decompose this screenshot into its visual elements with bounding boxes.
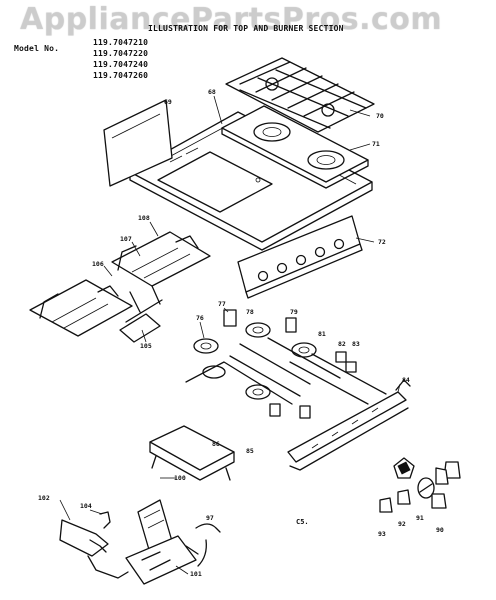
model-number-3: 119.7047240 bbox=[93, 60, 149, 69]
leader-lines bbox=[59, 95, 401, 575]
control-knobs bbox=[379, 457, 461, 513]
part-label-101: 101 bbox=[190, 570, 202, 578]
manifold-bracket bbox=[149, 425, 235, 481]
part-label-108: 108 bbox=[138, 214, 150, 222]
regulator-assembly bbox=[59, 499, 221, 585]
part-label-86: 86 bbox=[212, 440, 220, 448]
gas-manifold bbox=[287, 379, 411, 471]
part-label-104: 104 bbox=[80, 502, 92, 510]
control-panel bbox=[237, 215, 363, 299]
burner-box bbox=[221, 105, 369, 189]
part-label-90: 90 bbox=[436, 526, 444, 534]
page-code: C5. bbox=[296, 518, 309, 526]
part-label-76: 76 bbox=[196, 314, 204, 322]
part-label-97: 97 bbox=[206, 514, 214, 522]
part-label-102: 102 bbox=[38, 494, 50, 502]
part-label-84: 84 bbox=[402, 376, 410, 384]
part-label-71: 71 bbox=[372, 140, 380, 148]
part-label-91: 91 bbox=[416, 514, 424, 522]
part-label-100: 100 bbox=[174, 474, 186, 482]
part-label-79: 79 bbox=[290, 308, 298, 316]
model-number-2: 119.7047220 bbox=[93, 49, 149, 58]
watermark: AppliancePartsPros.com bbox=[20, 2, 443, 37]
back-panel bbox=[103, 99, 173, 187]
part-label-105: 105 bbox=[140, 342, 152, 350]
part-label-107: 107 bbox=[120, 235, 132, 243]
part-label-77: 77 bbox=[218, 300, 226, 308]
part-label-69: 69 bbox=[164, 98, 172, 106]
part-label-81: 81 bbox=[318, 330, 326, 338]
model-label: Model No. bbox=[14, 44, 60, 53]
part-label-68: 68 bbox=[208, 88, 216, 96]
part-label-92: 92 bbox=[398, 520, 406, 528]
model-number-1: 119.7047210 bbox=[93, 38, 149, 47]
left-brackets bbox=[29, 231, 211, 343]
part-label-106: 106 bbox=[92, 260, 104, 268]
surface-burners bbox=[185, 309, 387, 419]
part-label-82: 82 bbox=[338, 340, 346, 348]
part-label-93: 93 bbox=[378, 530, 386, 538]
burner-grate bbox=[225, 57, 375, 133]
part-label-78: 78 bbox=[246, 308, 254, 316]
part-label-83: 83 bbox=[352, 340, 360, 348]
diagram-title: ILLUSTRATION FOR TOP AND BURNER SECTION bbox=[148, 24, 344, 33]
part-label-85: 85 bbox=[246, 447, 254, 455]
part-label-72: 72 bbox=[378, 238, 386, 246]
model-number-4: 119.7047260 bbox=[93, 71, 149, 80]
part-label-70: 70 bbox=[376, 112, 384, 120]
